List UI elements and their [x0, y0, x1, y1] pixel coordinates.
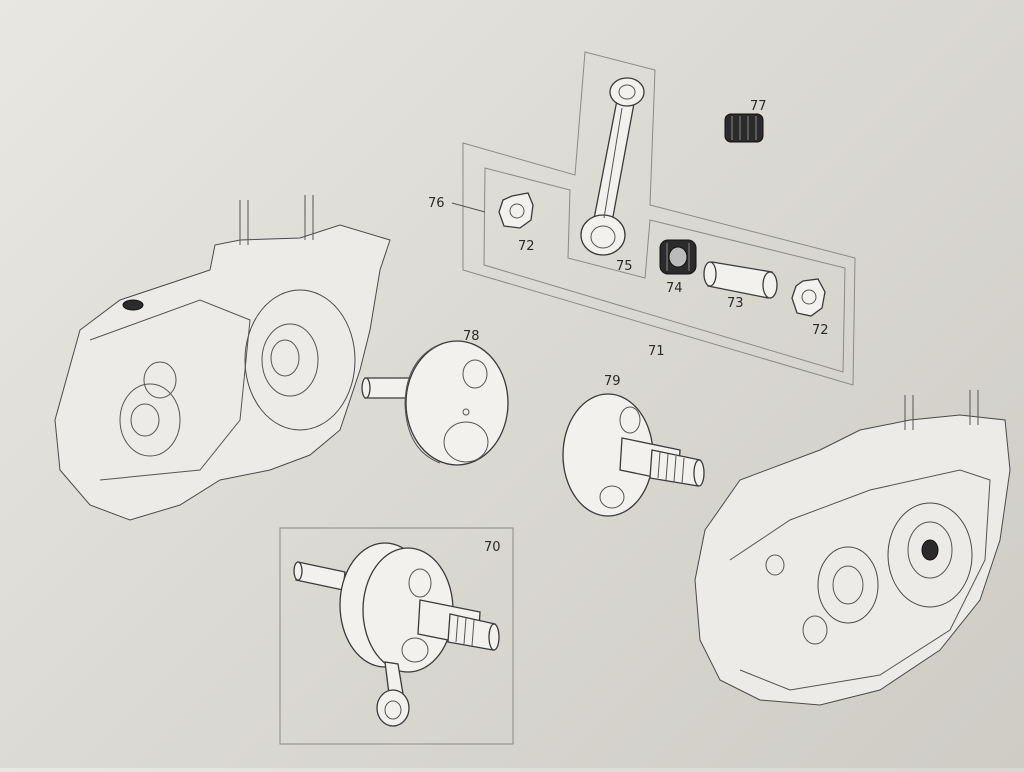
- small-end-bearing-icon: [724, 113, 764, 143]
- thrust-washer-icon-right: [791, 278, 826, 317]
- callout-72-right: 72: [812, 323, 829, 338]
- needle-bearing-icon: [659, 239, 697, 275]
- kit-frame-76: [483, 167, 846, 373]
- callout-78: 78: [463, 329, 480, 344]
- callout-79: 79: [604, 374, 621, 389]
- callout-75: 75: [616, 259, 633, 274]
- crankshaft-frame-70: [279, 527, 514, 745]
- left-crankcase-icon: [54, 195, 391, 521]
- callout-74: 74: [666, 281, 683, 296]
- leader-76: [451, 202, 486, 213]
- callout-73: 73: [727, 296, 744, 311]
- right-crankcase-icon: [694, 390, 1011, 706]
- callout-72-left: 72: [518, 239, 535, 254]
- connecting-rod-icon: [580, 77, 645, 256]
- right-crank-half-icon: [562, 393, 705, 517]
- crank-pin-icon: [703, 261, 778, 299]
- callout-71: 71: [648, 344, 665, 359]
- left-crank-half-icon: [361, 340, 509, 466]
- callout-76: 76: [428, 196, 445, 211]
- thrust-washer-icon: [498, 192, 534, 229]
- callout-77: 77: [750, 99, 767, 114]
- kit-frame-71: [462, 51, 856, 386]
- callout-70: 70: [484, 540, 501, 555]
- crankshaft-assembly-icon: [293, 542, 500, 727]
